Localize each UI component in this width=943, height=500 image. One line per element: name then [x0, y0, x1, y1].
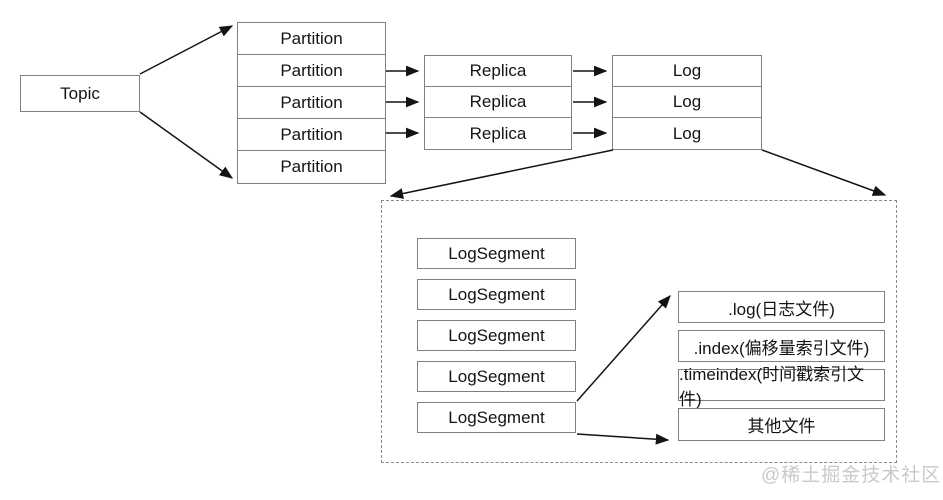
partition-label: Partition — [280, 92, 343, 112]
file-box-log: .log(日志文件) — [678, 291, 885, 323]
logsegment-label: LogSegment — [448, 284, 545, 304]
partition-label: Partition — [280, 28, 343, 48]
partition-box: Partition — [238, 87, 385, 119]
replica-box: Replica — [425, 56, 571, 87]
replica-label: Replica — [469, 61, 527, 80]
file-box-index: .index(偏移量索引文件) — [678, 330, 885, 362]
arrow-log-to-detail-left — [389, 149, 614, 199]
file-box-log-label: .log(日志文件) — [728, 299, 835, 319]
topic-label: Topic — [60, 83, 100, 103]
partition-box: Partition — [238, 119, 385, 151]
file-box-timeindex: .timeindex(时间戳索引文件) — [678, 365, 885, 409]
log-box: Log — [613, 118, 761, 149]
partition-box: Partition — [238, 55, 385, 87]
logsegment-label: LogSegment — [448, 366, 545, 386]
log-box: Log — [613, 87, 761, 118]
arrow-log-to-detail-right — [761, 149, 887, 196]
replica-stack: Replica Replica Replica — [424, 55, 572, 150]
logsegment-box: LogSegment — [417, 402, 576, 433]
partition-box: Partition — [238, 23, 385, 55]
log-stack: Log Log Log — [612, 55, 762, 150]
arrow-topic-to-partition-top — [139, 25, 234, 75]
logsegment-label: LogSegment — [448, 407, 545, 427]
logsegment-box: LogSegment — [417, 238, 576, 269]
replica-label: Replica — [469, 92, 527, 111]
log-box: Log — [613, 56, 761, 87]
topic-box: Topic — [20, 75, 140, 112]
logsegment-label: LogSegment — [448, 325, 545, 345]
replica-box: Replica — [425, 87, 571, 118]
log-label: Log — [672, 123, 702, 143]
logsegment-box: LogSegment — [417, 361, 576, 392]
partition-box: Partition — [238, 151, 385, 183]
partition-label: Partition — [280, 157, 343, 176]
file-box-timeindex-label: .timeindex(时间戳索引文件) — [679, 365, 865, 409]
replica-box: Replica — [425, 118, 571, 149]
watermark: @稀土掘金技术社区 — [761, 465, 942, 486]
logsegment-box: LogSegment — [417, 279, 576, 310]
logsegment-label: LogSegment — [448, 243, 545, 263]
replica-label: Replica — [469, 123, 527, 143]
partition-label: Partition — [280, 60, 343, 80]
partition-label: Partition — [280, 124, 343, 144]
arrow-topic-to-partition-bottom — [139, 111, 234, 179]
log-label: Log — [672, 61, 702, 80]
log-label: Log — [672, 92, 702, 111]
file-box-index-label: .index(偏移量索引文件) — [693, 338, 870, 358]
logsegment-box: LogSegment — [417, 320, 576, 351]
file-box-other-label: 其他文件 — [747, 417, 816, 436]
file-box-other: 其他文件 — [678, 408, 885, 441]
partition-stack: Partition Partition Partition Partition … — [237, 22, 386, 184]
